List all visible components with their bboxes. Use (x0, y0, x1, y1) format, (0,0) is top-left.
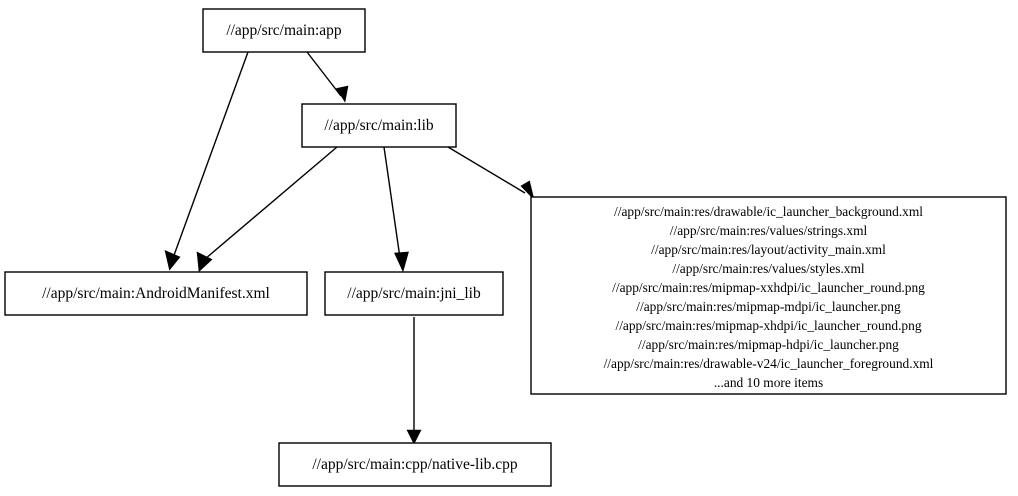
node-label-resource-8: //app/src/main:res/drawable-v24/ic_launc… (604, 356, 934, 371)
node-box[interactable] (324, 271, 504, 316)
arrowhead-icon (394, 251, 409, 273)
node-group: //app/src/main:app //app/src/main:lib //… (4, 8, 1007, 487)
node-box[interactable] (202, 8, 366, 53)
edge-line (204, 146, 338, 260)
arrowhead-icon (164, 249, 181, 271)
node-label-resource-4: //app/src/main:res/mipmap-xxhdpi/ic_laun… (612, 280, 925, 295)
node-app[interactable]: //app/src/main:app (202, 8, 366, 53)
edge-app-to-lib (306, 51, 349, 103)
node-label-android-manifest: //app/src/main:AndroidManifest.xml (42, 285, 270, 302)
edge-line (172, 51, 249, 259)
edge-line (447, 146, 526, 194)
node-native-lib[interactable]: //app/src/main:cpp/native-lib.cpp (278, 442, 552, 487)
node-box[interactable] (530, 196, 1007, 395)
arrowhead-icon (196, 251, 213, 273)
arrowhead-icon (336, 85, 349, 103)
node-label-resource-7: //app/src/main:res/mipmap-hdpi/ic_launch… (638, 337, 899, 352)
edge-group (164, 51, 535, 445)
arrowhead-icon (520, 180, 535, 201)
edge-app-to-manifest (164, 51, 249, 271)
node-label-resource-3: //app/src/main:res/values/styles.xml (672, 261, 865, 276)
edge-lib-to-jni-lib (383, 146, 409, 273)
edge-line (383, 146, 401, 259)
node-label-resource-1: //app/src/main:res/values/strings.xml (670, 223, 868, 238)
node-label-resource-more: ...and 10 more items (714, 375, 823, 390)
node-jni-lib[interactable]: //app/src/main:jni_lib (324, 271, 504, 316)
node-label-jni-lib: //app/src/main:jni_lib (347, 285, 481, 302)
node-resources[interactable]: //app/src/main:res/drawable/ic_launcher_… (530, 196, 1007, 395)
node-label-resource-5: //app/src/main:res/mipmap-mdpi/ic_launch… (636, 299, 901, 314)
edge-jni-lib-to-native-lib (406, 317, 422, 445)
node-box[interactable] (4, 271, 308, 316)
node-label-resource-2: //app/src/main:res/layout/activity_main.… (651, 242, 886, 257)
node-box[interactable] (278, 442, 552, 487)
edge-lib-to-resources (447, 146, 535, 201)
node-label-app: //app/src/main:app (226, 22, 342, 39)
node-label-resource-0: //app/src/main:res/drawable/ic_launcher_… (614, 204, 923, 219)
arrowhead-icon (406, 429, 422, 445)
node-lib[interactable]: //app/src/main:lib (301, 103, 457, 148)
edge-lib-to-manifest (196, 146, 338, 273)
node-label-resource-6: //app/src/main:res/mipmap-xhdpi/ic_launc… (615, 318, 921, 333)
edge-line (306, 51, 342, 97)
node-label-native-lib: //app/src/main:cpp/native-lib.cpp (312, 456, 518, 473)
node-android-manifest[interactable]: //app/src/main:AndroidManifest.xml (4, 271, 308, 316)
node-box[interactable] (301, 103, 457, 148)
node-label-lib: //app/src/main:lib (324, 117, 434, 134)
